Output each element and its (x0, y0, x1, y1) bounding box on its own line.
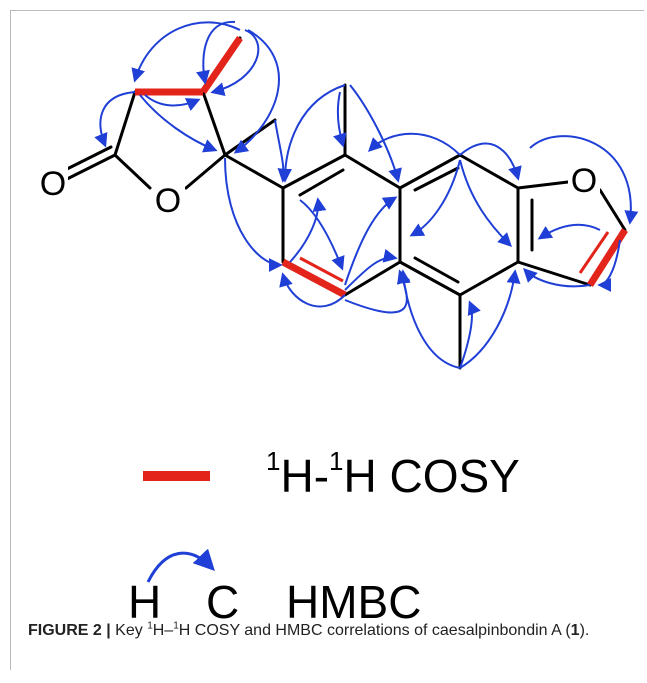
hmbc-arrow (196, 20, 236, 85)
bond (516, 180, 570, 190)
cosy-bond-furan (587, 228, 628, 287)
skeleton-bonds (61, 36, 627, 370)
bond (113, 90, 137, 157)
cosy-bonds (135, 36, 628, 299)
hmbc-arrow (274, 119, 292, 183)
hmbc-arrow (368, 132, 461, 156)
hmbc-arrow (210, 29, 260, 97)
bond (458, 153, 520, 190)
bond (63, 153, 117, 182)
bond (223, 153, 285, 190)
bond (343, 260, 402, 297)
hmbc-arrow (344, 248, 398, 291)
furan-oxygen-label: O (571, 162, 597, 200)
cosy-legend-label: 1H-1H COSY (266, 446, 520, 502)
hmbc-arrow (537, 223, 601, 240)
hmbc-arrow (344, 196, 398, 286)
hmbc-arrow (144, 94, 201, 111)
bond (61, 145, 113, 173)
bond (413, 166, 460, 192)
label-bg (568, 160, 600, 196)
bond (398, 260, 462, 297)
caption-sup: 1 (173, 620, 179, 632)
caption-text: H– (152, 622, 174, 639)
hmbc-arrow (396, 269, 461, 369)
caption-text: Key (110, 622, 148, 639)
caption-text: ). (579, 622, 590, 639)
bond (201, 90, 227, 157)
hmbc-arrow (233, 29, 280, 154)
hmbc-arrow (529, 135, 639, 225)
bond (458, 260, 520, 297)
label-bg (153, 180, 185, 216)
hmbc-arrow (279, 272, 346, 308)
hmbc-legend-label: HMBC (286, 576, 421, 628)
bond (113, 153, 152, 190)
hmbc-legend-h: H (128, 576, 161, 628)
hmbc-arrow (333, 91, 347, 148)
hmbc-arrow (278, 84, 346, 183)
hmbc-legend-c: C (206, 576, 239, 628)
bond (223, 118, 277, 157)
bond (413, 256, 460, 284)
hmbc-arrow (224, 157, 283, 272)
hmbc-arrow (459, 142, 522, 181)
caption-text: H COSY and HMBC correlations of caesalpi… (178, 622, 571, 639)
hmbc-arrow (409, 159, 461, 237)
figure-label: FIGURE 2 | (28, 622, 111, 639)
hmbc-arrow (299, 199, 345, 271)
furan-double-bond-inner (578, 231, 610, 274)
aromatic-double-bond-inner (299, 256, 344, 283)
cosy-bond-aromatic (281, 258, 347, 299)
hmbc-arrow (349, 84, 402, 183)
figure-caption: FIGURE 2 | Key 1H–1H COSY and HMBC corre… (28, 620, 618, 642)
hmbc-arrow (459, 159, 512, 247)
label-bg (38, 165, 68, 199)
bond (398, 153, 462, 190)
hmbc-arrow (94, 91, 136, 148)
lactone-oxygen-label: O (155, 182, 181, 220)
hmbc-arrow (139, 94, 218, 153)
carbonyl-oxygen-label: O (40, 165, 66, 203)
hmbc-arrow (131, 21, 241, 83)
hmbc-arrow (459, 269, 521, 369)
bond (516, 260, 592, 287)
hmbc-arrow (459, 300, 481, 369)
hmbc-legend-arrow (146, 548, 215, 583)
frame-top-rule (10, 10, 644, 11)
bond (598, 188, 627, 232)
frame-left-rule (10, 10, 11, 670)
hmbc-arrow (597, 239, 621, 292)
bond (281, 153, 347, 190)
hmbc-arrows (94, 20, 639, 369)
hmbc-arrow (289, 197, 327, 263)
bond (184, 153, 227, 190)
caption-sup: 1 (147, 620, 153, 632)
compound-number: 1 (570, 622, 580, 639)
hmbc-arrow (523, 268, 591, 288)
bond (298, 168, 345, 197)
